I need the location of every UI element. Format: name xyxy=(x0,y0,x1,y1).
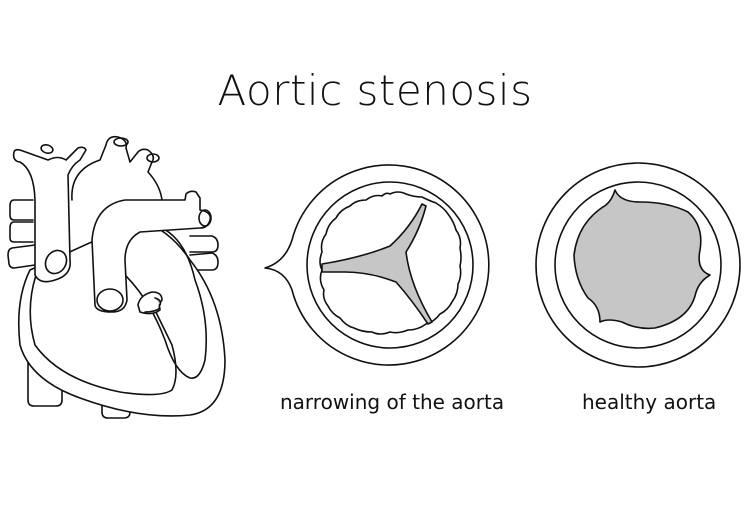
diagram-title: Aortic stenosis xyxy=(217,66,533,115)
heart-illustration xyxy=(7,135,226,419)
stenotic-valve-illustration xyxy=(264,164,490,366)
healthy-valve-illustration xyxy=(535,162,741,368)
narrowing-label: narrowing of the aorta xyxy=(280,390,505,414)
healthy-label: healthy aorta xyxy=(582,390,717,414)
